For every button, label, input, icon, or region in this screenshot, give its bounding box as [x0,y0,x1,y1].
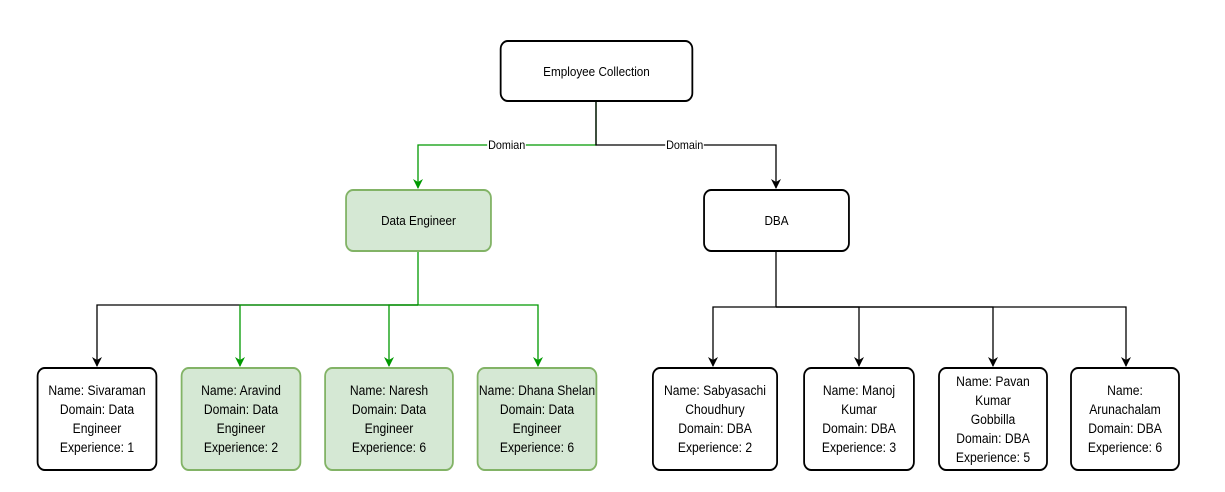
employee-node[interactable]: Name: Naresh Domain: Data Engineer Exper… [324,367,454,471]
employee-node[interactable]: Name: Sabyasachi Choudhury Domain: DBA E… [652,367,778,471]
group-node-label: DBA [764,213,789,228]
connector-dba-to-employee-1 [708,306,776,367]
connector-dba-to-employee-4 [776,306,1131,367]
connector-dba-to-employee-3 [776,306,998,367]
employee-node[interactable]: Name: Arunachalam Domain: DBA Experience… [1070,367,1180,471]
connector-dba-to-employee-2 [776,306,864,367]
root-node-label: Employee Collection [543,63,650,79]
employee-node-label: Name: Sabyasachi Choudhury Domain: DBA E… [664,383,766,455]
group-node-label: Data Engineer [381,213,456,228]
employee-node-label: Name: Arunachalam Domain: DBA Experience… [1087,383,1163,455]
employee-node[interactable]: Name: Manoj Kumar Domain: DBA Experience… [803,367,915,471]
group-node-dba[interactable]: DBA [703,189,850,252]
root-node-employee-collection[interactable]: Employee Collection [499,40,694,102]
employee-node-label: Name: Manoj Kumar Domain: DBA Experience… [821,383,897,455]
employee-node-label: Name: Sivaraman Domain: Data Engineer Ex… [48,383,146,455]
employee-node[interactable]: Name: Aravind Domain: Data Engineer Expe… [180,367,302,471]
employee-node[interactable]: Name: Sivaraman Domain: Data Engineer Ex… [36,367,158,471]
employee-node-label: Name: Aravind Domain: Data Engineer Expe… [201,383,281,455]
employee-node-label: Name: Pavan Kumar Gobbilla Domain: DBA E… [955,373,1031,465]
connector-de-to-employee-3 [384,304,418,367]
group-node-data-engineer[interactable]: Data Engineer [345,189,492,252]
employee-node[interactable]: Name: Pavan Kumar Gobbilla Domain: DBA E… [938,367,1048,471]
employee-node-label: Name: Naresh Domain: Data Engineer Exper… [349,383,429,455]
employee-node[interactable]: Name: Dhana Shelan Domain: Data Engineer… [476,367,598,471]
employee-node-label: Name: Dhana Shelan Domain: Data Engineer… [478,383,596,455]
edge-label-domain: Domain [665,138,705,152]
edge-label-domian: Domian [487,138,527,152]
connector-de-to-employee-2 [235,304,418,367]
connector-de-to-employee-4 [418,304,543,367]
connector-de-to-employee-1 [92,304,418,367]
